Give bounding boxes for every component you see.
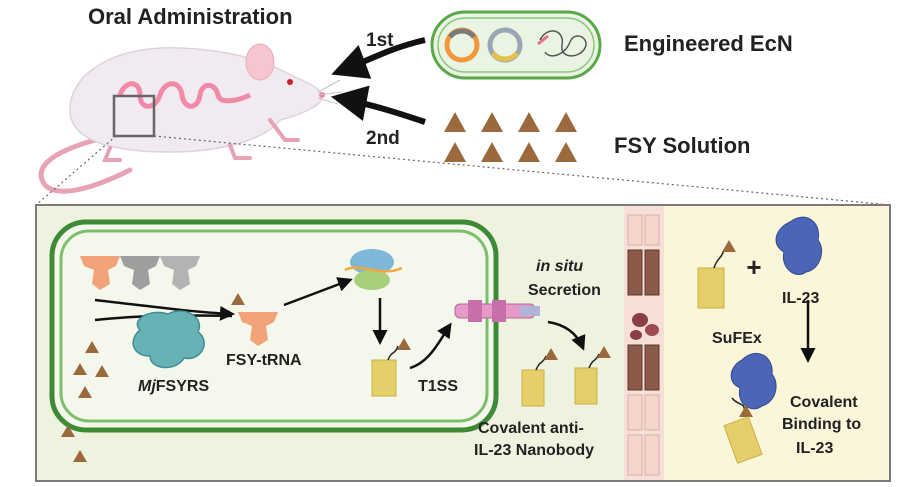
label-engineered-ecn: Engineered EcN xyxy=(624,31,793,56)
label-binding-line3: IL-23 xyxy=(796,440,834,457)
label-binding-line2: Binding to xyxy=(782,416,862,433)
t1ss-transporter xyxy=(454,300,540,322)
label-sufex: SuFEx xyxy=(712,330,762,347)
label-fsyrs: FSYRS xyxy=(155,378,210,395)
fsy-molecules-cell xyxy=(61,341,109,462)
label-nanobody-line1: Covalent anti- xyxy=(478,420,584,437)
epithelium xyxy=(624,206,664,480)
genome-dna xyxy=(539,30,587,57)
zoom-line-right xyxy=(153,135,891,206)
cell-inner-membrane xyxy=(59,229,489,423)
label-in-situ: in situ xyxy=(536,258,584,275)
zoom-box xyxy=(112,94,156,138)
nanobody-secreted-2 xyxy=(574,346,611,405)
covalent-complex xyxy=(723,353,777,464)
plus-sign: + xyxy=(746,252,761,282)
arrow-to-ribosome xyxy=(283,277,353,307)
trna-gray-2 xyxy=(160,256,200,290)
label-mjfsyrs: MjFSYRS xyxy=(138,378,209,396)
arrow-2nd xyxy=(330,85,426,125)
engineered-ecn-bacterium xyxy=(430,10,602,80)
il23-protein xyxy=(775,216,822,275)
label-mj: Mj xyxy=(138,378,156,395)
cell-outer-membrane xyxy=(49,219,499,433)
label-fsy-solution: FSY Solution xyxy=(614,133,751,158)
trna-orange xyxy=(80,256,120,290)
label-2nd: 2nd xyxy=(366,128,400,149)
mjfsyrs-enzyme xyxy=(132,310,205,369)
label-binding-line1: Covalent xyxy=(790,394,858,411)
nanobody-secreted-1 xyxy=(521,348,558,407)
trna-gray-1 xyxy=(120,256,160,290)
mouse-illustration xyxy=(38,43,343,194)
extracellular-region xyxy=(662,206,889,480)
arrow-to-t1ss xyxy=(409,322,452,370)
fsy-solution-triangles xyxy=(444,112,577,162)
arrow-secretion xyxy=(547,320,586,351)
fsy-trna xyxy=(231,293,278,346)
title-oral-administration: Oral Administration xyxy=(88,4,293,29)
label-il23: IL-23 xyxy=(782,290,820,307)
nanobody-reactant xyxy=(697,240,736,309)
arrow-charging xyxy=(94,298,235,321)
label-1st: 1st xyxy=(366,30,394,51)
nanobody-intracellular xyxy=(371,338,411,397)
ribosome xyxy=(344,249,403,290)
arrow-1st xyxy=(331,37,426,79)
label-secretion: Secretion xyxy=(528,282,601,299)
label-t1ss: T1SS xyxy=(418,378,459,395)
label-fsy-trna: FSY-tRNA xyxy=(226,352,302,369)
label-nanobody-line2: IL-23 Nanobody xyxy=(474,442,595,459)
